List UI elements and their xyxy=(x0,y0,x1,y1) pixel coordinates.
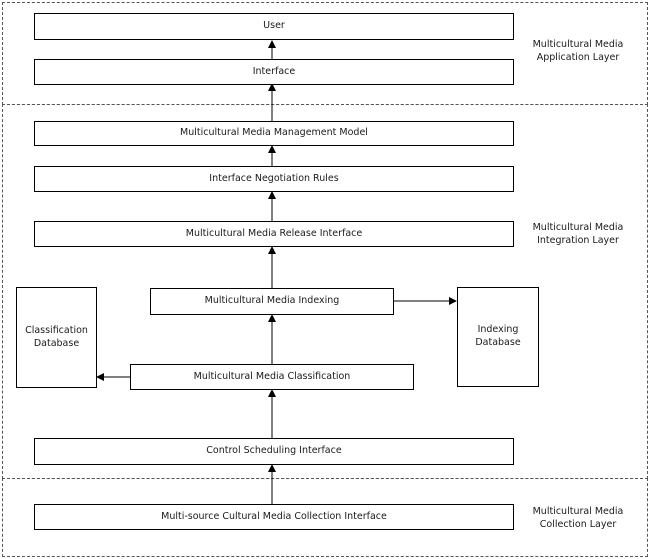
negotiation-rules-box: Interface Negotiation Rules xyxy=(34,166,514,192)
release-interface-box: Multicultural Media Release Interface xyxy=(34,221,514,247)
integration-layer-label-line2: Integration Layer xyxy=(537,234,619,246)
indexing-box: Multicultural Media Indexing xyxy=(150,288,394,315)
indexing-db-box: Indexing Database xyxy=(457,287,539,387)
integration-layer-label: Multicultural Media Integration Layer xyxy=(523,222,633,248)
collection-layer-label-line2: Collection Layer xyxy=(539,518,617,530)
control-scheduling-box: Control Scheduling Interface xyxy=(34,438,514,465)
indexing-db-line2: Database xyxy=(475,337,521,348)
classification-db-box: Classification Database xyxy=(16,287,97,388)
integration-layer-label-line1: Multicultural Media xyxy=(532,222,624,233)
management-model-box: Multicultural Media Management Model xyxy=(34,121,514,146)
classification-db-line2: Database xyxy=(33,337,80,349)
classification-box: Multicultural Media Classification xyxy=(130,364,414,390)
application-layer-label-line2: Application Layer xyxy=(536,51,620,63)
application-layer-label: Multicultural Media Application Layer xyxy=(523,39,633,65)
indexing-db-line1: Indexing xyxy=(477,324,519,336)
collection-layer-region xyxy=(2,478,648,557)
collection-layer-label-line1: Multicultural Media xyxy=(532,506,624,517)
collection-interface-box: Multi-source Cultural Media Collection I… xyxy=(34,504,514,530)
collection-layer-label: Multicultural Media Collection Layer xyxy=(523,506,633,532)
application-layer-label-line1: Multicultural Media xyxy=(532,39,624,50)
user-box: User xyxy=(34,13,514,40)
classification-db-line1: Classification xyxy=(25,324,88,336)
interface-box: Interface xyxy=(34,59,514,85)
